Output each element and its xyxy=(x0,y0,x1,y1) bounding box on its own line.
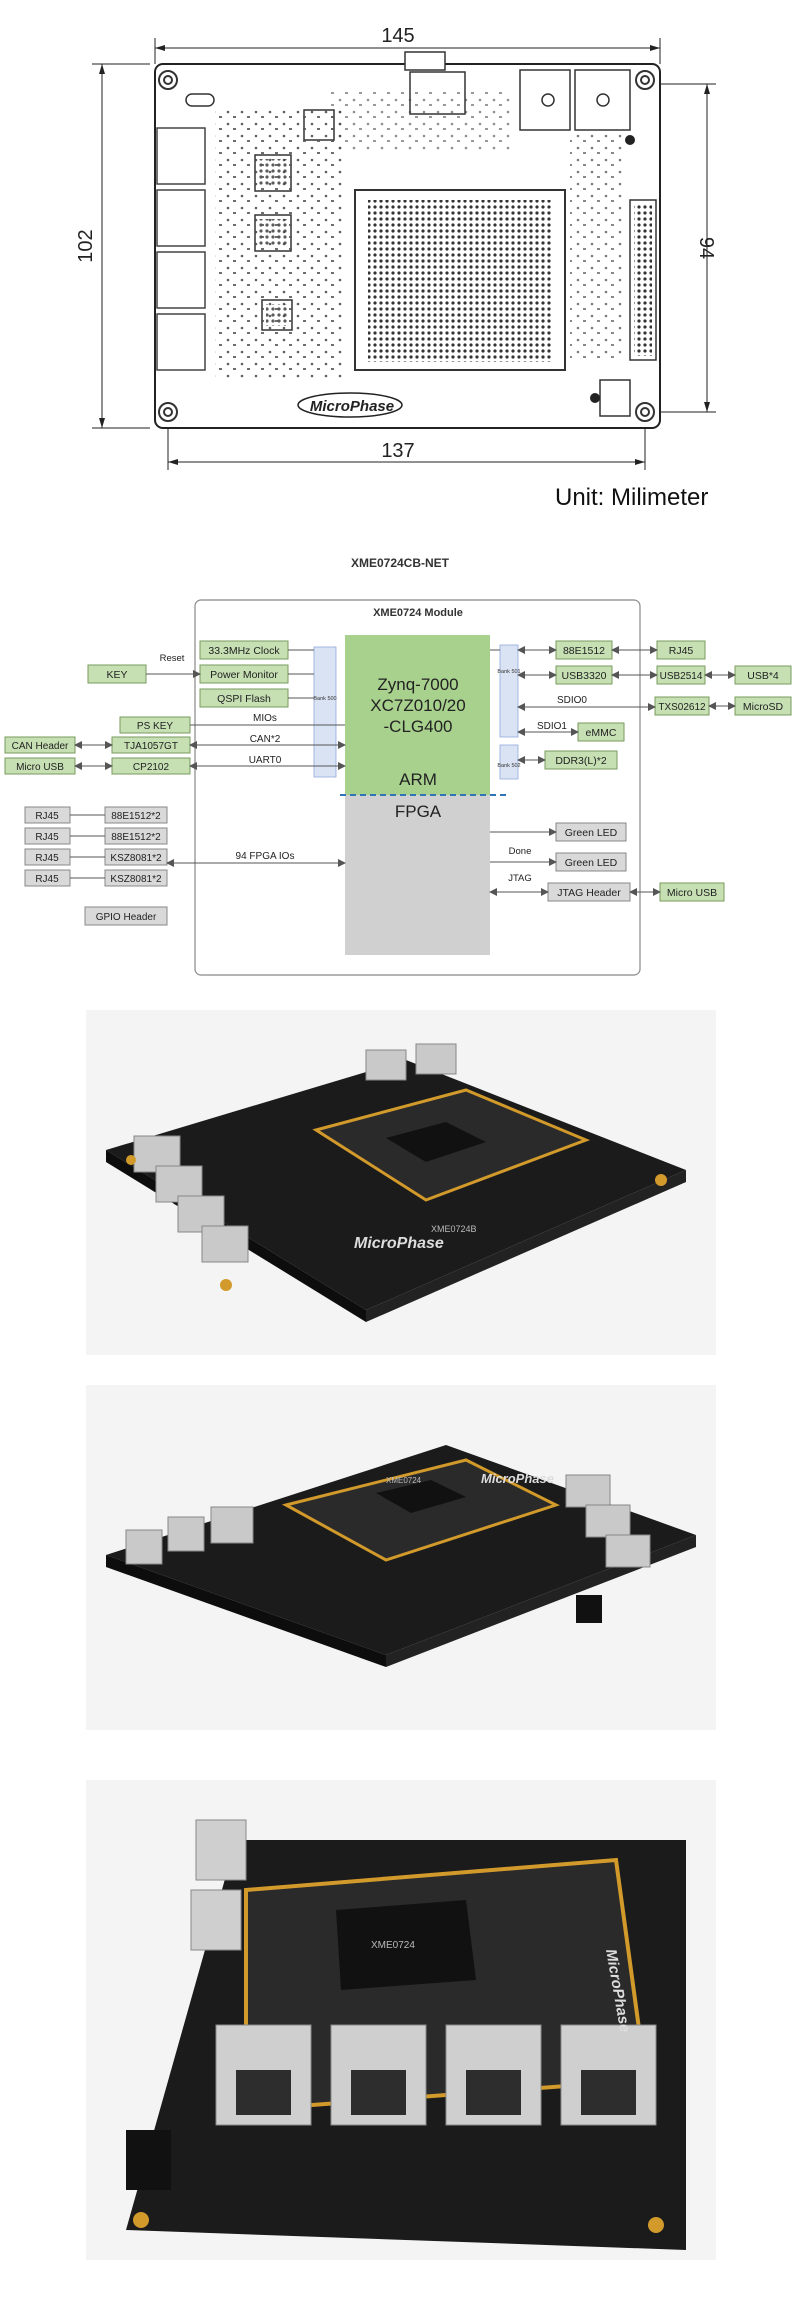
svg-text:Reset: Reset xyxy=(160,653,185,664)
svg-text:Bank 500: Bank 500 xyxy=(313,696,336,702)
bank-500 xyxy=(313,646,337,778)
svg-text:RJ45: RJ45 xyxy=(35,811,59,822)
svg-text:Bank 501: Bank 501 xyxy=(497,669,520,675)
photo3-chip-label: XME0724 xyxy=(371,1940,415,1951)
svg-text:88E1512*2: 88E1512*2 xyxy=(111,832,161,843)
svg-text:88E1512*2: 88E1512*2 xyxy=(111,811,161,822)
svg-text:CP2102: CP2102 xyxy=(133,762,170,773)
svg-text:UART0: UART0 xyxy=(249,755,282,766)
svg-text:94 FPGA IOs: 94 FPGA IOs xyxy=(236,851,295,862)
gpio-header-box xyxy=(84,906,168,926)
mechanical-drawing: 145 102 94 137 xyxy=(75,25,717,470)
photo1-chip-label: XME0724B xyxy=(431,1224,477,1234)
product-photo-2: MicroPhase XME0724 xyxy=(86,1385,716,1730)
block-diagram: XME0724CB-NET XME0724 Module Zynq-7000 X… xyxy=(4,556,792,976)
soc-line1: Zynq-7000 xyxy=(377,675,458,694)
svg-text:88E1512: 88E1512 xyxy=(563,645,605,657)
photo2-chip-label: XME0724 xyxy=(386,1476,422,1485)
svg-text:DDR3(L)*2: DDR3(L)*2 xyxy=(555,755,607,767)
svg-text:Micro USB: Micro USB xyxy=(16,762,64,773)
svg-text:USB*4: USB*4 xyxy=(747,670,779,682)
fpga-label: FPGA xyxy=(395,802,442,821)
svg-text:JTAG Header: JTAG Header xyxy=(557,887,621,899)
board-logo: MicroPhase xyxy=(310,398,394,415)
svg-text:MicroSD: MicroSD xyxy=(743,701,784,713)
svg-text:TXS02612: TXS02612 xyxy=(658,702,706,713)
svg-text:SDIO1: SDIO1 xyxy=(537,721,567,732)
svg-text:JTAG: JTAG xyxy=(508,873,532,884)
product-photo-1: MicroPhase XME0724B xyxy=(86,1010,716,1355)
svg-text:33.3MHz Clock: 33.3MHz Clock xyxy=(208,645,280,657)
svg-text:Done: Done xyxy=(509,846,532,857)
svg-text:Micro USB: Micro USB xyxy=(667,887,717,899)
soc-line3: -CLG400 xyxy=(384,717,453,736)
photo1-logo: MicroPhase xyxy=(354,1235,444,1252)
dim-145-label: 145 xyxy=(381,25,414,47)
mounting-holes xyxy=(158,70,655,422)
photo2-logo: MicroPhase xyxy=(481,1471,554,1486)
bga-grid xyxy=(354,189,566,371)
dim-94-label: 94 xyxy=(695,237,717,259)
svg-text:USB3320: USB3320 xyxy=(562,670,607,682)
svg-text:SDIO0: SDIO0 xyxy=(557,695,587,706)
product-photo-3: MicroPhase XME0724 xyxy=(86,1780,716,2260)
module-title: XME0724 Module xyxy=(373,607,463,619)
svg-text:Power Monitor: Power Monitor xyxy=(210,669,278,681)
bank-502 xyxy=(499,744,519,780)
svg-text:CAN Header: CAN Header xyxy=(12,741,69,752)
svg-text:KSZ8081*2: KSZ8081*2 xyxy=(110,874,162,885)
arm-label: ARM xyxy=(399,770,437,789)
svg-text:CAN*2: CAN*2 xyxy=(250,734,281,745)
svg-text:GPIO Header: GPIO Header xyxy=(96,912,157,923)
svg-text:TJA1057GT: TJA1057GT xyxy=(124,741,178,752)
dim-102-label: 102 xyxy=(75,229,97,262)
diagram-title: XME0724CB-NET xyxy=(351,556,450,570)
svg-text:MIOs: MIOs xyxy=(253,713,277,724)
svg-text:RJ45: RJ45 xyxy=(35,874,59,885)
svg-text:USB2514: USB2514 xyxy=(660,671,703,682)
bank-501 xyxy=(499,644,519,738)
svg-text:RJ45: RJ45 xyxy=(669,645,694,657)
fpga-block xyxy=(345,795,490,955)
svg-text:KSZ8081*2: KSZ8081*2 xyxy=(110,853,162,864)
svg-text:RJ45: RJ45 xyxy=(35,853,59,864)
svg-text:Green LED: Green LED xyxy=(565,827,618,839)
dim-137-label: 137 xyxy=(381,440,414,462)
svg-text:eMMC: eMMC xyxy=(586,727,617,739)
arm-block xyxy=(345,635,490,795)
svg-text:RJ45: RJ45 xyxy=(35,832,59,843)
svg-text:Green LED: Green LED xyxy=(565,857,618,869)
svg-text:PS KEY: PS KEY xyxy=(137,721,173,732)
soc-line2: XC7Z010/20 xyxy=(370,696,465,715)
unit-label: Unit: Milimeter xyxy=(555,484,709,511)
svg-text:QSPI Flash: QSPI Flash xyxy=(217,693,271,705)
svg-text:KEY: KEY xyxy=(106,669,127,681)
svg-text:Bank 502: Bank 502 xyxy=(497,763,520,769)
